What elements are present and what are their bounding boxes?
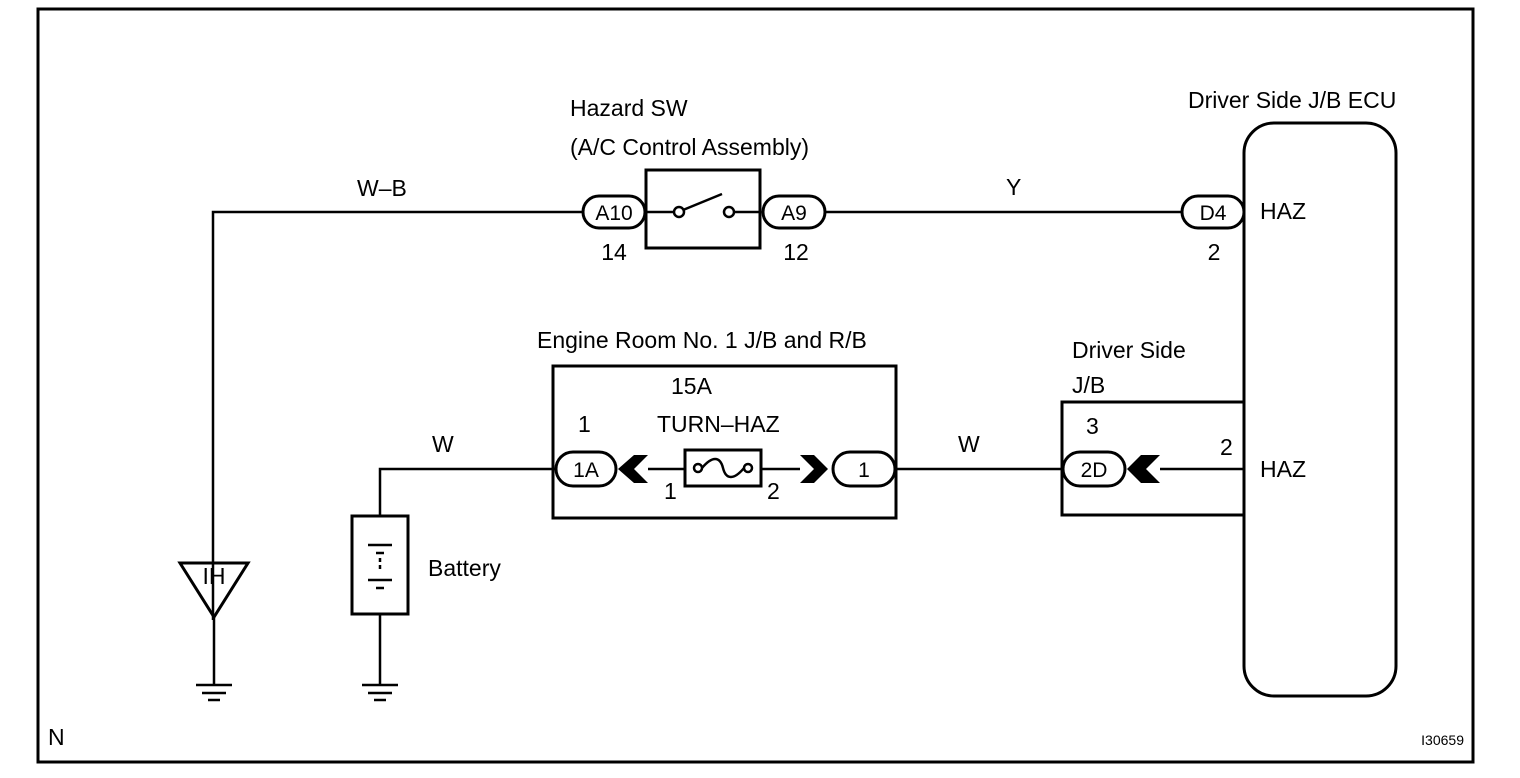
corner-label: N	[48, 724, 65, 750]
fuse-element	[701, 457, 745, 479]
connector-1a-label: 1A	[573, 459, 599, 482]
ih-label: IH	[203, 563, 226, 589]
ih-ground-icon	[177, 561, 251, 620]
switch-contact-right	[722, 205, 736, 219]
fuse-pin-left: 1	[664, 478, 677, 504]
ecu-pin-top: HAZ	[1260, 198, 1306, 224]
connector-a10	[581, 194, 647, 230]
fuse-name: TURN–HAZ	[657, 411, 780, 437]
arrow-right-icon	[800, 455, 828, 483]
driver-side-jb-title-1: Driver Side	[1072, 337, 1186, 363]
connector-2d-pin: 3	[1086, 413, 1099, 439]
ecu-title: Driver Side J/B ECU	[1188, 87, 1396, 113]
connector-1-label: 1	[858, 459, 870, 482]
fuse-contact-left	[692, 462, 704, 474]
connector-1a-pin: 1	[578, 411, 591, 437]
wire-w-left-label: W	[432, 431, 454, 457]
connector-d4-pin: 2	[1208, 239, 1221, 265]
arrow-left-icon-2	[1127, 455, 1160, 483]
driver-side-jb-title-2: J/B	[1072, 372, 1105, 398]
connector-a9-label: A9	[781, 202, 807, 225]
fuse-rating: 15A	[671, 373, 713, 399]
wire-wb	[211, 210, 583, 620]
engine-room-jb-box	[551, 364, 898, 520]
hazard-sw-subtitle: (A/C Control Assembly)	[570, 134, 809, 160]
connector-a10-pin: 14	[601, 239, 627, 265]
arrow-left-icon	[618, 455, 648, 483]
hazard-sw-title: Hazard SW	[570, 95, 688, 121]
connector-2d-label: 2D	[1081, 459, 1108, 482]
ecu-pin-bottom: HAZ	[1260, 456, 1306, 482]
engine-room-jb-title: Engine Room No. 1 J/B and R/B	[537, 327, 867, 353]
wire-w-left	[378, 467, 556, 516]
ecu-input-pin: 2	[1220, 434, 1233, 460]
connector-a10-label: A10	[595, 202, 632, 225]
hazard-sw-box	[644, 168, 762, 250]
fuse-contact-right	[742, 462, 754, 474]
driver-side-jb-box	[1060, 400, 1246, 517]
switch-contact-left	[672, 205, 686, 219]
diagram-frame	[36, 7, 1475, 764]
switch-blade-icon	[682, 192, 723, 212]
connector-2d	[1061, 450, 1127, 488]
fuse-pin-right: 2	[767, 478, 780, 504]
battery-label: Battery	[428, 555, 501, 581]
connector-a9-pin: 12	[783, 239, 809, 265]
connector-d4-label: D4	[1200, 202, 1227, 225]
figure-id: I30659	[1421, 732, 1464, 748]
wire-y-label: Y	[1006, 174, 1021, 200]
wire-wb-label: W–B	[357, 175, 407, 201]
wire-w-right-label: W	[958, 431, 980, 457]
